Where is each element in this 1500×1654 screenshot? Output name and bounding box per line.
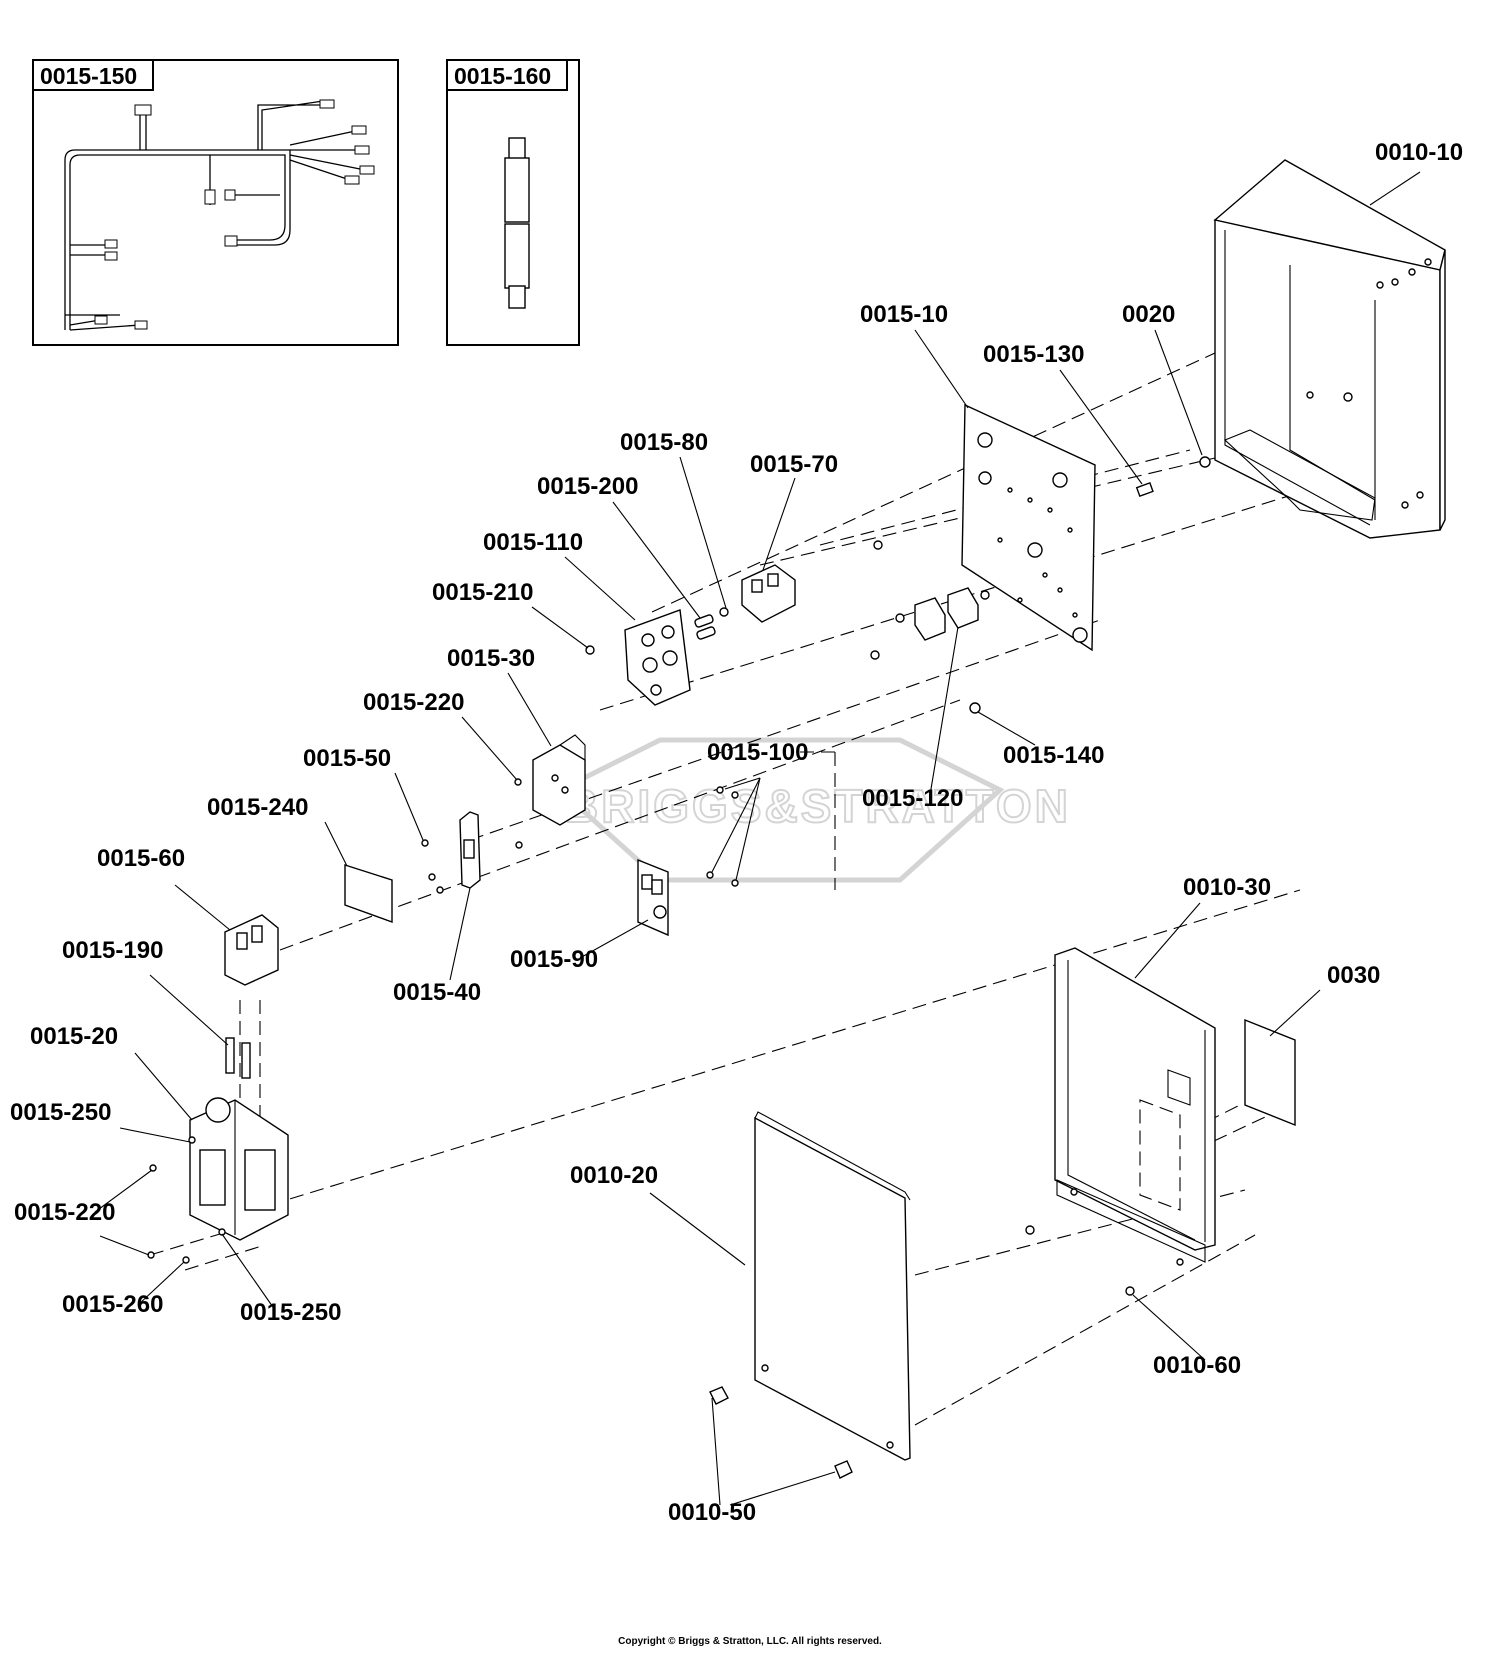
callout-0015-40[interactable]: 0015-40 bbox=[393, 979, 481, 1006]
callout-0015-50[interactable]: 0015-50 bbox=[303, 745, 391, 772]
callout-0010-50[interactable]: 0010-50 bbox=[668, 1499, 756, 1526]
frame-screws[interactable] bbox=[1025, 1225, 1135, 1296]
callout-0015-200[interactable]: 0015-200 bbox=[537, 473, 638, 500]
callout-0015-210[interactable]: 0015-210 bbox=[432, 579, 533, 606]
inset-wiring-harness[interactable]: 0015-150 bbox=[32, 59, 399, 346]
terminal-blocks-pair[interactable] bbox=[870, 540, 990, 660]
callout-labels: 0010-10 0015-10 0015-130 0020 0015-80 00… bbox=[10, 139, 1463, 1526]
label-plate[interactable] bbox=[344, 864, 393, 923]
terminal-block[interactable] bbox=[741, 564, 796, 623]
callout-0015-140[interactable]: 0015-140 bbox=[1003, 742, 1104, 769]
inset-label: 0015-150 bbox=[40, 63, 137, 89]
callout-0030[interactable]: 0030 bbox=[1327, 962, 1380, 989]
callout-0015-20[interactable]: 0015-20 bbox=[30, 1023, 118, 1050]
watermark-logo: BRIGGS&STRATTON bbox=[555, 737, 1071, 883]
relay-board[interactable] bbox=[637, 858, 669, 937]
connector-icons bbox=[94, 99, 375, 330]
callout-0015-10[interactable]: 0015-10 bbox=[860, 301, 948, 328]
copyright-notice: Copyright © Briggs & Stratton, LLC. All … bbox=[618, 1636, 882, 1647]
callout-0015-260[interactable]: 0015-260 bbox=[62, 1291, 163, 1318]
callout-0015-250-lower[interactable]: 0015-250 bbox=[240, 1299, 341, 1326]
breaker-block[interactable] bbox=[624, 609, 691, 706]
callout-0015-110[interactable]: 0015-110 bbox=[483, 529, 583, 556]
callout-0010-60[interactable]: 0010-60 bbox=[1153, 1352, 1241, 1379]
callout-0015-120[interactable]: 0015-120 bbox=[862, 785, 963, 812]
enclosure-box[interactable] bbox=[1213, 159, 1446, 539]
callout-0015-190[interactable]: 0015-190 bbox=[62, 937, 163, 964]
wiring-harness-drawing bbox=[64, 99, 366, 331]
door-frame[interactable] bbox=[1054, 947, 1216, 1266]
callout-0015-90[interactable]: 0015-90 bbox=[510, 946, 598, 973]
switch-fasteners[interactable] bbox=[147, 1136, 226, 1264]
mounting-bracket[interactable] bbox=[532, 734, 586, 826]
fuses[interactable] bbox=[694, 614, 716, 640]
panel-latches[interactable] bbox=[709, 1386, 853, 1479]
callout-0015-130[interactable]: 0015-130 bbox=[983, 341, 1084, 368]
callout-0015-250[interactable]: 0015-250 bbox=[10, 1099, 111, 1126]
callout-0015-220[interactable]: 0015-220 bbox=[363, 689, 464, 716]
inset-label: 0015-160 bbox=[454, 63, 551, 89]
front-panel[interactable] bbox=[754, 1111, 911, 1461]
callout-0020[interactable]: 0020 bbox=[1122, 301, 1175, 328]
stud[interactable] bbox=[1135, 482, 1154, 498]
callout-0010-10[interactable]: 0010-10 bbox=[1375, 139, 1463, 166]
callout-0015-240[interactable]: 0015-240 bbox=[207, 794, 308, 821]
callout-0015-70[interactable]: 0015-70 bbox=[750, 451, 838, 478]
callout-0015-100[interactable]: 0015-100 bbox=[707, 739, 808, 766]
callout-0015-220-lower[interactable]: 0015-220 bbox=[14, 1199, 115, 1226]
watermark-text: BRIGGS&STRATTON bbox=[565, 780, 1071, 832]
callout-0015-30[interactable]: 0015-30 bbox=[447, 645, 535, 672]
back-plate[interactable] bbox=[961, 403, 1096, 652]
link-pins[interactable] bbox=[225, 1037, 251, 1079]
plate-screw[interactable] bbox=[969, 702, 981, 714]
board-screws[interactable] bbox=[706, 786, 739, 887]
double-breaker[interactable] bbox=[224, 914, 279, 986]
callout-0015-60[interactable]: 0015-60 bbox=[97, 845, 185, 872]
transfer-switch[interactable] bbox=[189, 1097, 289, 1241]
screws-set[interactable] bbox=[421, 778, 523, 894]
door-label[interactable] bbox=[1244, 1018, 1296, 1127]
inset-fuse-link[interactable]: 0015-160 bbox=[446, 59, 580, 346]
callout-0015-80[interactable]: 0015-80 bbox=[620, 429, 708, 456]
nut[interactable] bbox=[1199, 456, 1211, 468]
callout-0010-30[interactable]: 0010-30 bbox=[1183, 874, 1271, 901]
relay-holder[interactable] bbox=[459, 811, 481, 889]
callout-0010-20[interactable]: 0010-20 bbox=[570, 1162, 658, 1189]
fuse-link-drawing bbox=[504, 137, 530, 309]
leader-lines bbox=[94, 171, 1421, 1506]
small-screw[interactable] bbox=[719, 607, 729, 617]
